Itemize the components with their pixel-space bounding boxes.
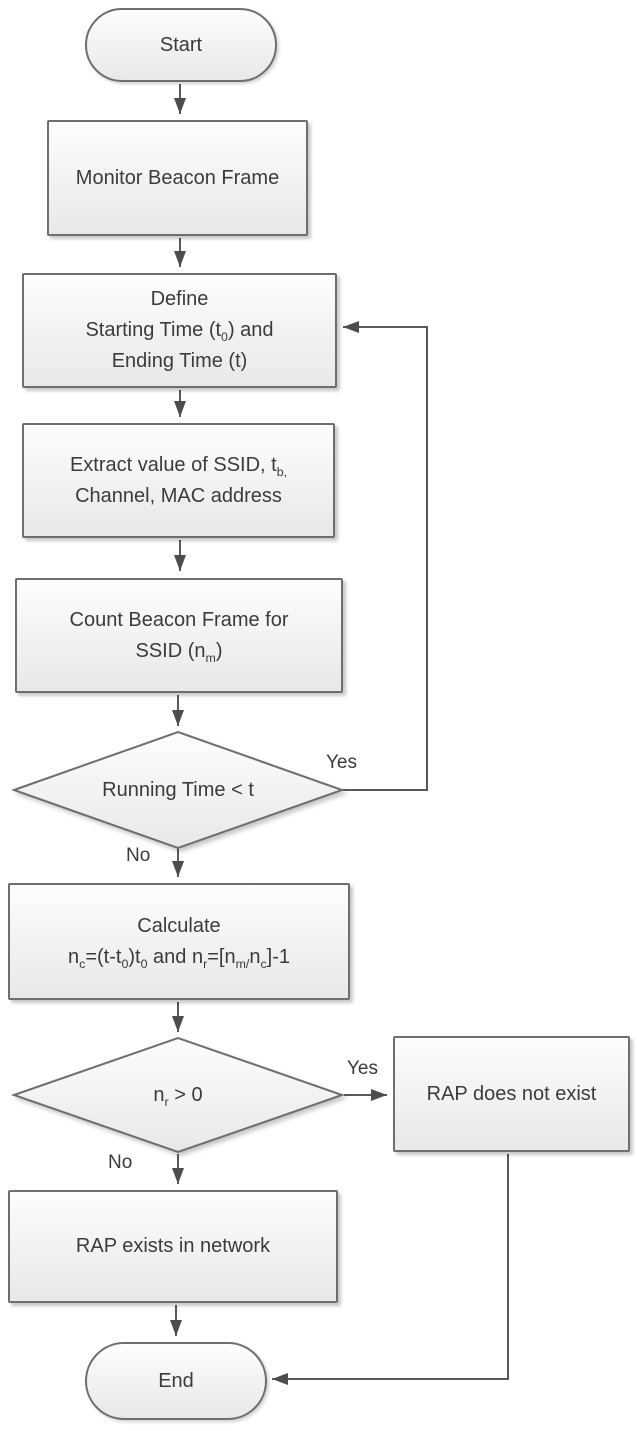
node-rap-does-not-exist: RAP does not exist — [393, 1036, 630, 1152]
edge-label-no-time: No — [126, 845, 151, 866]
edge-rap-not-exist-to-end — [272, 1154, 509, 1385]
edge-label-yes-loop: Yes — [326, 752, 357, 773]
node-end: End — [85, 1342, 267, 1420]
node-rap-exists-label: RAP exists in network — [75, 1235, 271, 1257]
node-rap-exists: RAP exists in network — [8, 1190, 338, 1303]
node-extract-label: Extract value of SSID, tb,Channel, MAC a… — [69, 453, 288, 507]
edge-label-yes-nr: Yes — [347, 1058, 378, 1079]
node-monitor-beacon-frame: Monitor Beacon Frame — [47, 120, 308, 236]
node-monitor-label: Monitor Beacon Frame — [75, 166, 280, 189]
edge-label-no-nr: No — [108, 1152, 133, 1173]
node-rap-does-not-exist-label: RAP does not exist — [426, 1082, 597, 1105]
decision-running-time-label: Running Time < t — [102, 779, 254, 801]
node-end-label: End — [158, 1369, 194, 1392]
node-extract-values: Extract value of SSID, tb,Channel, MAC a… — [22, 423, 335, 538]
node-start: Start — [85, 8, 277, 82]
decision-running-time-shape — [11, 730, 345, 850]
edge-decision-time-yes-loop-to-define — [342, 321, 428, 791]
node-start-label: Start — [159, 33, 203, 56]
decision-nr-greater-zero-shape — [10, 1036, 346, 1154]
decision-nr-greater-zero-label: nr > 0 — [153, 1084, 203, 1109]
